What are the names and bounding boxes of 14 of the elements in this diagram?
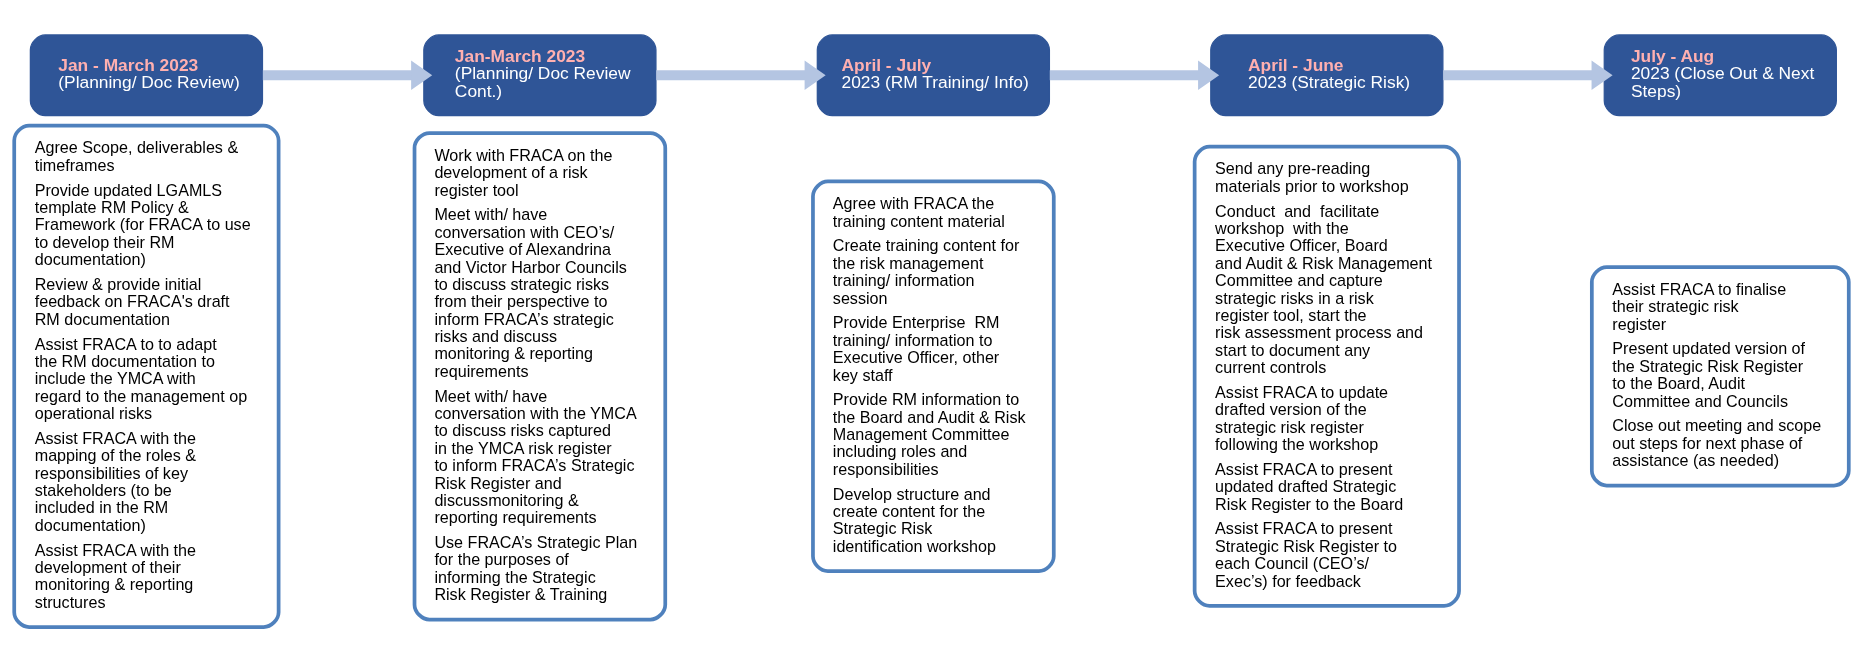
node-box: Assist FRACA to finalise their strategic risk register Present updated version of the Strategic Risk Register to the Board, Audit Committee and Councils Close out meeting and scope out steps for next phase of assistance (as needed) (1590, 265, 1851, 488)
node-box: Jan-March 2023 (Planning/ Doc Review Cont.) (423, 34, 657, 117)
node-box: Agree with FRACA the training content material Create training content for the risk management training/ information session Provide Enterprise RM training/ information to Executive Officer, other key staff Provide RM information to the Board and Audit & Risk Management Committee including roles and responsibilities Develop structure and create content for the Strategic Risk identification workshop (811, 179, 1056, 574)
node-box: April - June 2023 (Strategic Risk) (1210, 34, 1444, 117)
node-box: Jan - March 2023 (Planning/ Doc Review) (29, 34, 264, 117)
arrow (656, 60, 826, 91)
node-box: Send any pre-reading materials prior to workshop Conduct and facilitate workshop with the Executive Officer, Board and Audit & Risk Management Committee and capture strategic risks in a risk register tool, start the risk assessment process and start to document any current controls Assist FRACA to update drafted version of the strategic risk register following the workshop Assist FRACA to present updated drafted Strategic Risk Register to the Board Assist FRACA to present Strategic Risk Register to each Council (CEO’s/ Exec’s) for feedback (1192, 144, 1461, 608)
arrow (1049, 60, 1220, 91)
node-box: Agree Scope, deliverables & timeframes Provide updated LGAMLS template RM Policy & Framework (for FRACA to use to develop their RM documentation) Review & provide initial feedback on FRACA's draft RM documentation Assist FRACA to to adapt the RM documentation to include the YMCA with regard to the management op operational risks Assist FRACA with the mapping of the roles & responsibilities of key stakeholders (to be included in the RM documentation) Assist FRACA with the development of their monitoring & reporting structures (12, 123, 281, 629)
arrow (1443, 60, 1613, 91)
node-box: Work with FRACA on the development of a risk register tool Meet with/ have conversation with CEO’s/ Executive of Alexandrina and Victor Harbor Councils to discuss strategic risks from their perspective to inform FRACA’s strategic risks and discuss monitoring & reporting requirements Meet with/ have conversation with the YMCA to discuss risks captured in the YMCA risk register to inform FRACA’s Strategic Risk Register and discussmonitoring & reporting requirements Use FRACA’s Strategic Plan for the purposes of informing the Strategic Risk Register & Training (412, 131, 668, 622)
node-box: July - Aug 2023 (Close Out & Next Steps) (1603, 34, 1837, 117)
node-box: April - July 2023 (RM Training/ Info) (816, 34, 1051, 117)
arrow (262, 60, 433, 91)
